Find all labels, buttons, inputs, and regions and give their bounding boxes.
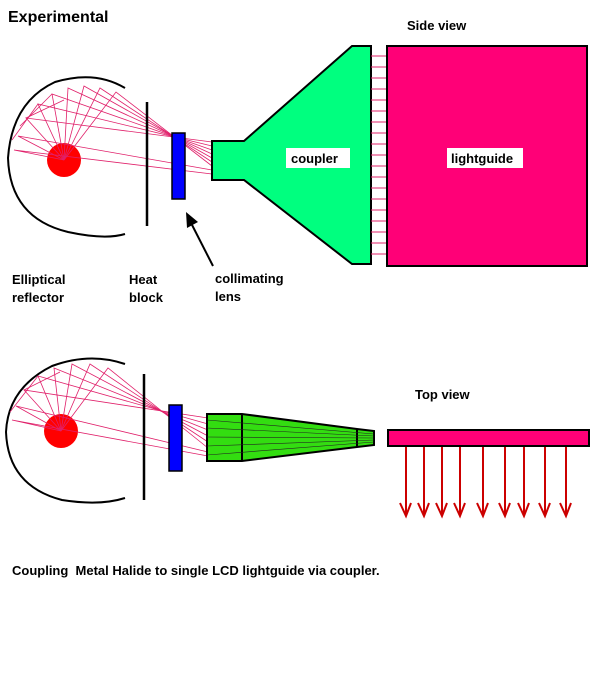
coupler-top-rays [206,419,375,456]
collimating-lens-top [168,404,183,472]
collimating-lens-side [171,132,186,200]
lightguide-label-bg [447,148,523,168]
reflector-label-line2: reflector [12,290,64,305]
top-view [4,357,590,519]
diagram-caption: Coupling Metal Halide to single LCD ligh… [12,563,380,578]
coupler-output-rays [371,55,387,255]
heat-block-label-line2: block [129,290,164,305]
top-view-heading: Top view [415,387,471,402]
lens-pointer-arrowhead [186,212,198,228]
lens-pointer-arrow [188,218,214,267]
exit-arrows [399,447,572,519]
light-rays-side [11,85,213,175]
heat-block-label-line1: Heat [129,272,158,287]
lens-label-line1: collimating [215,271,284,286]
coupler-label: coupler [291,151,338,166]
side-view: coupler lightguide [6,45,588,267]
diagram-title: Experimental [8,9,108,26]
side-view-heading: Side view [407,18,467,33]
reflector-label-line1: Elliptical [12,272,65,287]
elliptical-reflector-side [6,76,126,238]
coupler-label-bg [286,148,350,168]
lens-label-line2: lens [215,289,241,304]
lightguide-label: lightguide [451,151,513,166]
lightguide-top [387,429,590,447]
elliptical-reflector-top [4,357,126,504]
